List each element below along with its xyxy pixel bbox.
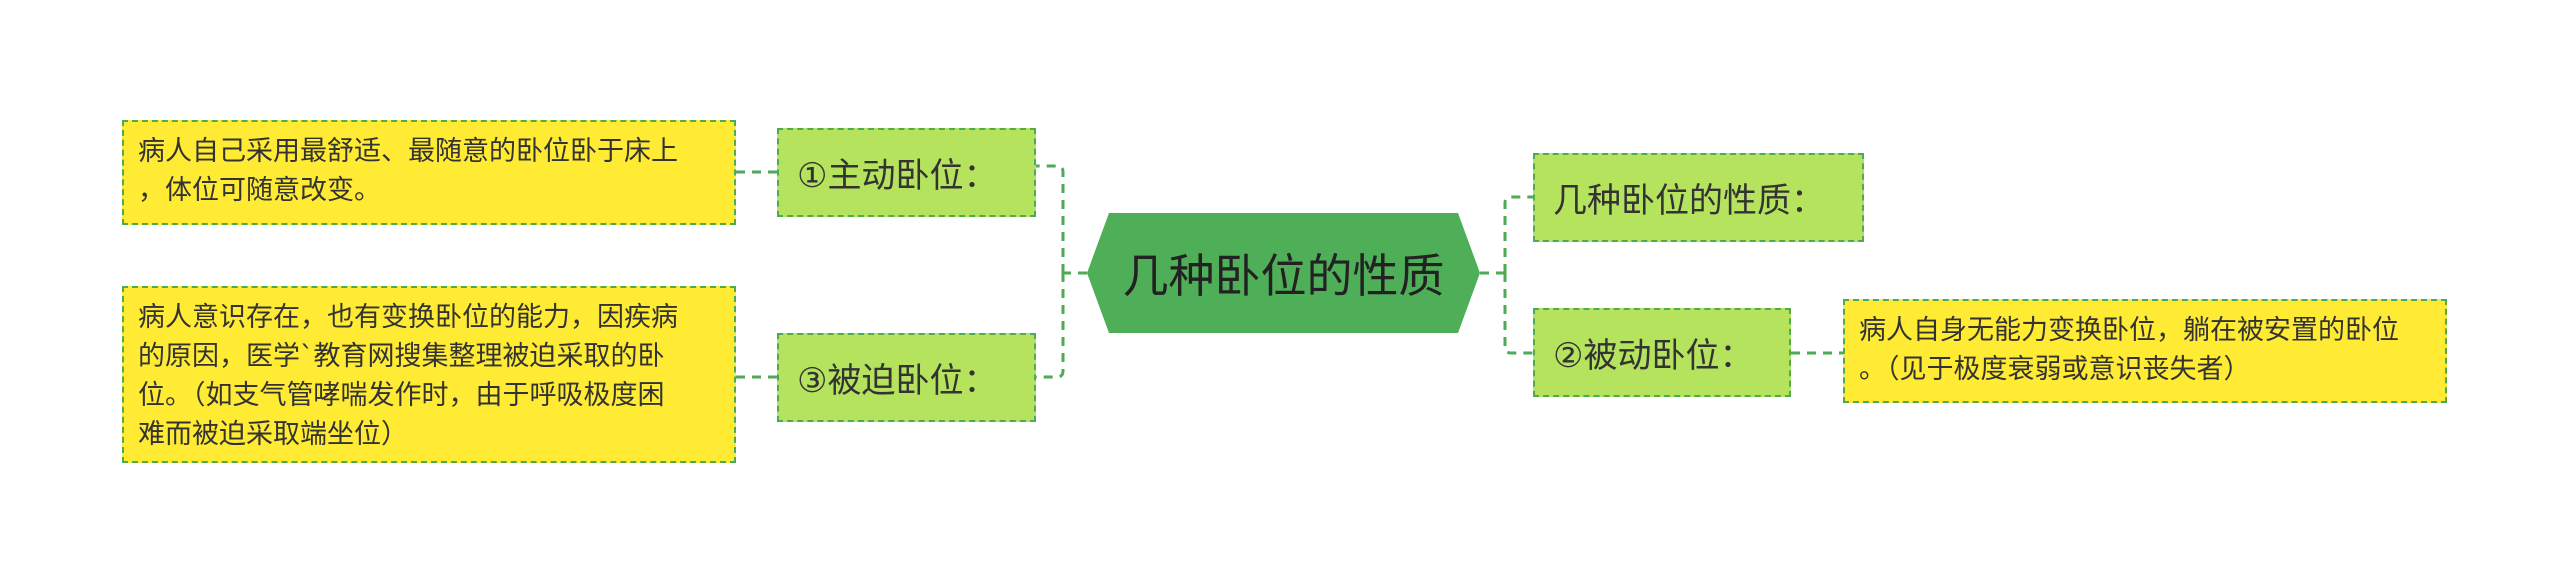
branch-active-position[interactable]: ①主动卧位： (777, 128, 1036, 217)
detail-active-position[interactable]: 病人自己采用最舒适、最随意的卧位卧于床上 ，体位可随意改变。 (122, 120, 736, 225)
connector-right-trunk (1503, 195, 1533, 355)
branch-nature-of-positions[interactable]: 几种卧位的性质： (1533, 153, 1864, 242)
central-topic-node[interactable]: 几种卧位的性质 (1087, 213, 1480, 333)
central-topic-shape (1087, 213, 1480, 333)
branch-active-label: ①主动卧位： (797, 156, 998, 196)
detail-forced-line-3: 位。（如支气管哮喘发作时，由于呼吸极度困 (138, 380, 665, 411)
connector-left-trunk (1036, 164, 1065, 379)
detail-active-line-2: ，体位可随意改变。 (138, 175, 381, 206)
detail-forced-line-4: 难而被迫采取端坐位） (138, 419, 408, 450)
detail-passive-position[interactable]: 病人自身无能力变换卧位，躺在被安置的卧位 。（见于极度衰弱或意识丧失者） (1843, 299, 2447, 403)
branch-forced-position[interactable]: ③被迫卧位： (777, 333, 1036, 422)
detail-forced-position[interactable]: 病人意识存在，也有变换卧位的能力，因疾病 的原因，医学`教育网搜集整理被迫采取的… (122, 286, 736, 463)
branch-passive-position[interactable]: ②被动卧位： (1533, 308, 1791, 397)
detail-forced-line-1: 病人意识存在，也有变换卧位的能力，因疾病 (138, 302, 678, 333)
branch-nature-label: 几种卧位的性质： (1553, 181, 1825, 221)
detail-passive-line-2: 。（见于极度衰弱或意识丧失者） (1859, 354, 2251, 385)
detail-passive-line-1: 病人自身无能力变换卧位，躺在被安置的卧位 (1859, 315, 2399, 346)
central-topic-label: 几种卧位的性质 (1122, 249, 1445, 303)
branch-forced-label: ③被迫卧位： (797, 361, 998, 401)
detail-active-line-1: 病人自己采用最舒适、最随意的卧位卧于床上 (138, 136, 678, 167)
branch-passive-label: ②被动卧位： (1553, 336, 1754, 376)
detail-forced-line-2: 的原因，医学`教育网搜集整理被迫采取的卧 (138, 341, 665, 372)
